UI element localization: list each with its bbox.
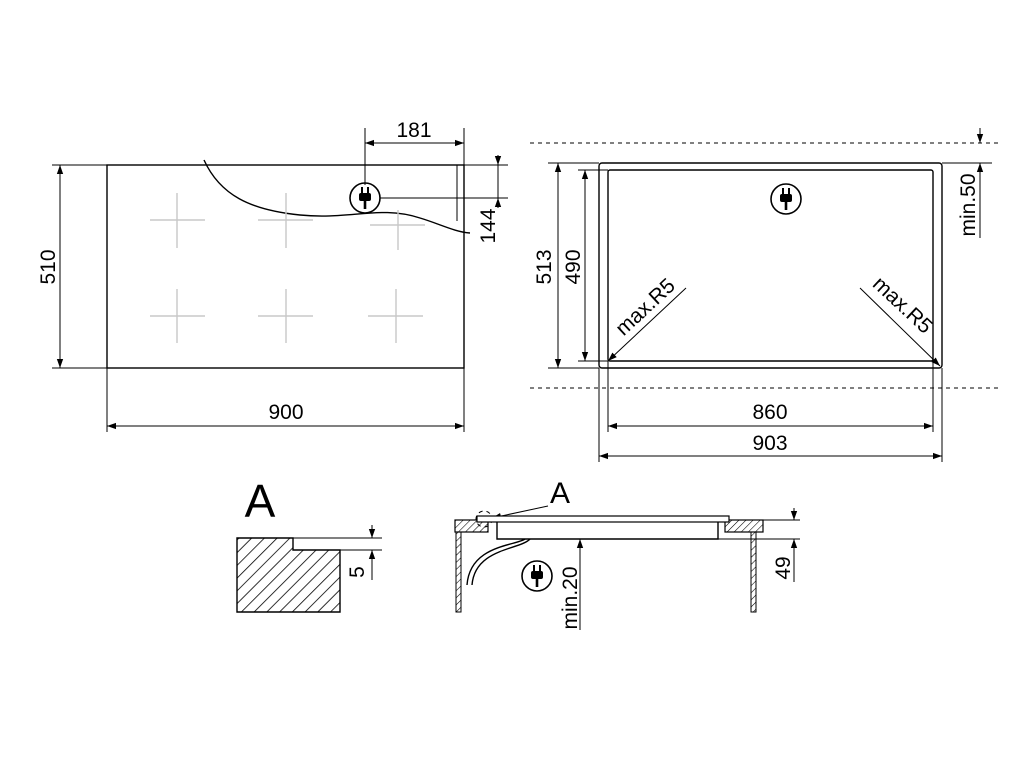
dim-min50: min.50 <box>957 173 980 236</box>
power-plug-icon <box>349 182 381 214</box>
detail-a-title: A <box>245 475 276 527</box>
detail-a-callout: A <box>550 477 570 510</box>
dim-903: 903 <box>752 432 787 455</box>
cutout-inner <box>607 169 934 362</box>
cutout-outer <box>598 162 943 369</box>
dim-513: 513 <box>533 249 556 284</box>
dim-510: 510 <box>37 249 60 284</box>
power-cable <box>471 538 531 586</box>
dim-144: 144 <box>477 208 500 243</box>
detail-a: A 5 <box>236 475 382 613</box>
dim-min20: min.20 <box>559 566 582 629</box>
dim-860: 860 <box>752 401 787 424</box>
power-plug-icon <box>521 560 553 592</box>
dim-49: 49 <box>772 556 795 579</box>
dim-900: 900 <box>268 401 303 424</box>
radius-left-label: max.R5 <box>611 274 680 340</box>
dim-181: 181 <box>396 119 431 142</box>
dim-5: 5 <box>346 566 369 578</box>
radius-right-label: max.R5 <box>868 272 937 338</box>
cooktop-section <box>476 515 730 523</box>
cooking-zones <box>150 193 425 343</box>
cutout-view: max.R5 max.R5 513 490 min.50 860 903 <box>530 128 1000 462</box>
power-plug-icon <box>770 183 802 215</box>
detail-a-hatched-section <box>236 537 341 613</box>
cabinet-walls <box>455 531 757 613</box>
section-view: A min.20 49 <box>454 477 800 630</box>
dim-490: 490 <box>562 249 585 284</box>
cutaway-curve <box>203 159 471 234</box>
cooktop-top-view: 181 144 510 900 <box>37 119 508 432</box>
